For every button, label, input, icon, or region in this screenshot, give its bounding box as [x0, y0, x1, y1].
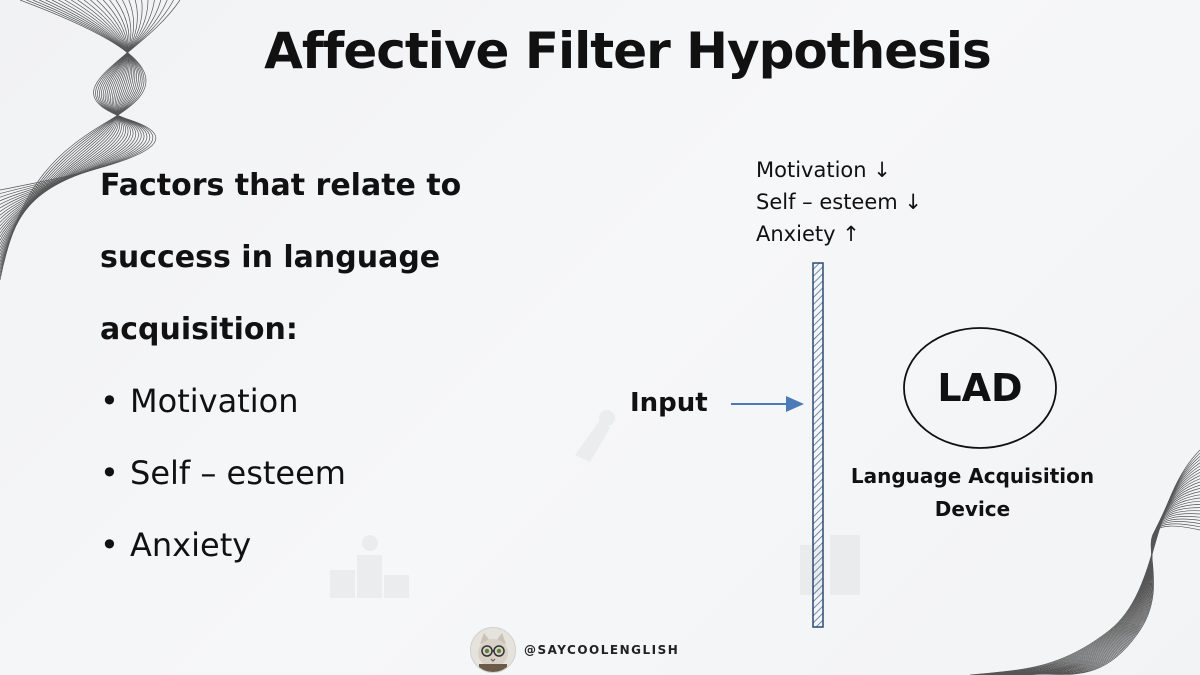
bullet-dot-icon: •: [100, 454, 119, 492]
factors-heading-line-3: acquisition:: [100, 312, 298, 347]
bullet-dot-icon: •: [100, 382, 119, 420]
bullet-item-motivation: • Motivation: [100, 382, 298, 420]
lad-label: LAD: [937, 366, 1023, 410]
lad-caption-line-1: Language Acquisition: [850, 464, 1095, 488]
factors-heading-line-2: success in language: [100, 240, 441, 275]
lad-ellipse: [903, 327, 1057, 449]
factors-heading-line-1: Factors that relate to: [100, 168, 462, 203]
bullet-label: Self – esteem: [130, 454, 346, 492]
faint-hand-icon: [575, 410, 615, 462]
filter-factor-anxiety: Anxiety ↑: [756, 222, 860, 246]
wave-line-art-top-left: [0, 0, 181, 280]
footer-handle: @SAYCOOLENGLISH: [470, 627, 680, 673]
bullet-dot-icon: •: [100, 526, 119, 564]
cat-avatar-icon: [471, 628, 515, 672]
avatar: [470, 627, 516, 673]
bullet-item-self-esteem: • Self – esteem: [100, 454, 346, 492]
affective-filter-bar: [812, 262, 824, 628]
faint-podium-icon: [330, 535, 409, 598]
bullet-label: Motivation: [130, 382, 299, 420]
filter-factor-motivation: Motivation ↓: [756, 158, 891, 182]
wave-line-art-bottom-right: [969, 449, 1200, 675]
bullet-item-anxiety: • Anxiety: [100, 526, 251, 564]
handle-text: @SAYCOOLENGLISH: [524, 643, 680, 657]
input-label: Input: [630, 388, 708, 418]
filter-factor-self-esteem: Self – esteem ↓: [756, 190, 922, 214]
lad-caption-line-2: Device: [934, 497, 1011, 521]
page-title: Affective Filter Hypothesis: [264, 22, 992, 80]
bullet-label: Anxiety: [130, 526, 252, 564]
lad-caption: Language Acquisition Device: [820, 460, 1125, 526]
